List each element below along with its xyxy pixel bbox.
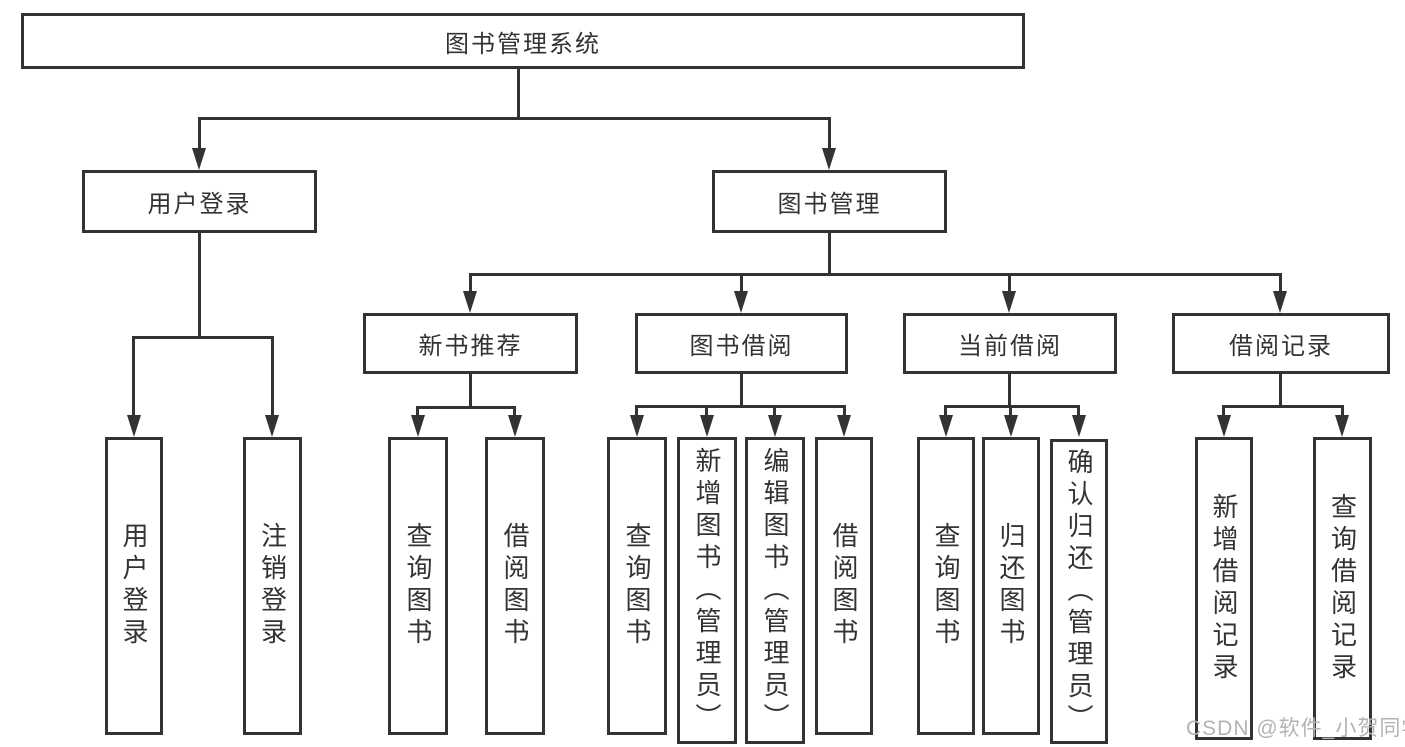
- arrow-down-icon: [265, 415, 279, 437]
- connector-drop: [1341, 405, 1344, 417]
- arrow-down-icon: [127, 415, 141, 437]
- arrow-down-icon: [1335, 415, 1349, 437]
- arrow-down-icon: [1004, 415, 1018, 437]
- connector-drop: [513, 406, 516, 417]
- leaf-edit-book-admin: 编辑图书（管理员）: [745, 437, 805, 744]
- arrow-down-icon: [734, 291, 748, 313]
- arrow-down-icon: [411, 415, 425, 437]
- leaf-query-book: 查询图书: [607, 437, 667, 735]
- node-current-borrow: 当前借阅: [903, 313, 1117, 374]
- connector-drop: [198, 117, 201, 150]
- leaf-query-book: 查询图书: [917, 437, 975, 735]
- node-user-login: 用户登录: [82, 170, 317, 233]
- connector-g4-rail: [944, 405, 1080, 408]
- connector-drop: [705, 405, 708, 417]
- connector-drop: [1077, 405, 1080, 417]
- connector-current-stem: [1008, 372, 1011, 407]
- connector-drop: [828, 117, 831, 150]
- leaf-return-book: 归还图书: [982, 437, 1040, 735]
- connector-drop: [132, 336, 135, 417]
- leaf-confirm-return-admin: 确认归还（管理员）: [1050, 439, 1108, 744]
- connector-drop: [1008, 273, 1011, 293]
- connector-drop: [271, 336, 274, 417]
- node-book-borrow: 图书借阅: [635, 313, 848, 374]
- arrow-down-icon: [192, 148, 206, 170]
- connector-userlogin-stem: [198, 231, 201, 338]
- leaf-add-book-admin: 新增图书（管理员）: [677, 437, 737, 744]
- connector-l3-rail: [469, 273, 1282, 276]
- leaf-query-borrow-record: 查询借阅记录: [1313, 437, 1372, 740]
- arrow-down-icon: [939, 415, 953, 437]
- connector-g5-rail: [1222, 405, 1344, 408]
- connector-borrow-stem: [740, 372, 743, 407]
- arrow-down-icon: [630, 415, 644, 437]
- arrow-down-icon: [1002, 291, 1016, 313]
- arrow-down-icon: [768, 415, 782, 437]
- connector-drop: [635, 405, 638, 417]
- node-root: 图书管理系统: [21, 13, 1025, 69]
- leaf-user-login: 用户登录: [105, 437, 163, 735]
- node-book-management: 图书管理: [712, 170, 947, 233]
- connector-drop: [1279, 273, 1282, 293]
- leaf-borrow-book: 借阅图书: [815, 437, 873, 735]
- node-borrow-record: 借阅记录: [1172, 313, 1390, 374]
- arrow-down-icon: [463, 291, 477, 313]
- arrow-down-icon: [1072, 415, 1086, 437]
- connector-newbook-stem: [469, 372, 472, 408]
- leaf-logout: 注销登录: [243, 437, 302, 735]
- leaf-add-borrow-record: 新增借阅记录: [1195, 437, 1253, 740]
- connector-drop: [773, 405, 776, 417]
- leaf-borrow-book: 借阅图书: [485, 437, 545, 735]
- connector-drop: [1222, 405, 1225, 417]
- arrow-down-icon: [508, 415, 522, 437]
- connector-bookmgmt-stem: [828, 231, 831, 275]
- arrow-down-icon: [822, 148, 836, 170]
- leaf-query-book: 查询图书: [388, 437, 448, 735]
- arrow-down-icon: [700, 415, 714, 437]
- watermark: CSDN @软件_小贺同学: [1186, 717, 1405, 740]
- node-new-book-recommend: 新书推荐: [363, 313, 578, 374]
- connector-drop: [740, 273, 743, 293]
- connector-drop: [416, 406, 419, 417]
- connector-drop: [944, 405, 947, 417]
- connector-drop: [469, 273, 472, 293]
- connector-root-stem: [517, 66, 520, 119]
- connector-g3-rail: [635, 405, 845, 408]
- connector-drop: [1009, 405, 1012, 417]
- connector-g1-rail: [132, 336, 274, 339]
- arrow-down-icon: [1273, 291, 1287, 313]
- connector-g2-rail: [416, 406, 516, 409]
- connector-drop: [843, 405, 846, 417]
- arrow-down-icon: [1217, 415, 1231, 437]
- connector-record-stem: [1279, 372, 1282, 407]
- connector-l2-rail: [198, 117, 831, 120]
- arrow-down-icon: [837, 415, 851, 437]
